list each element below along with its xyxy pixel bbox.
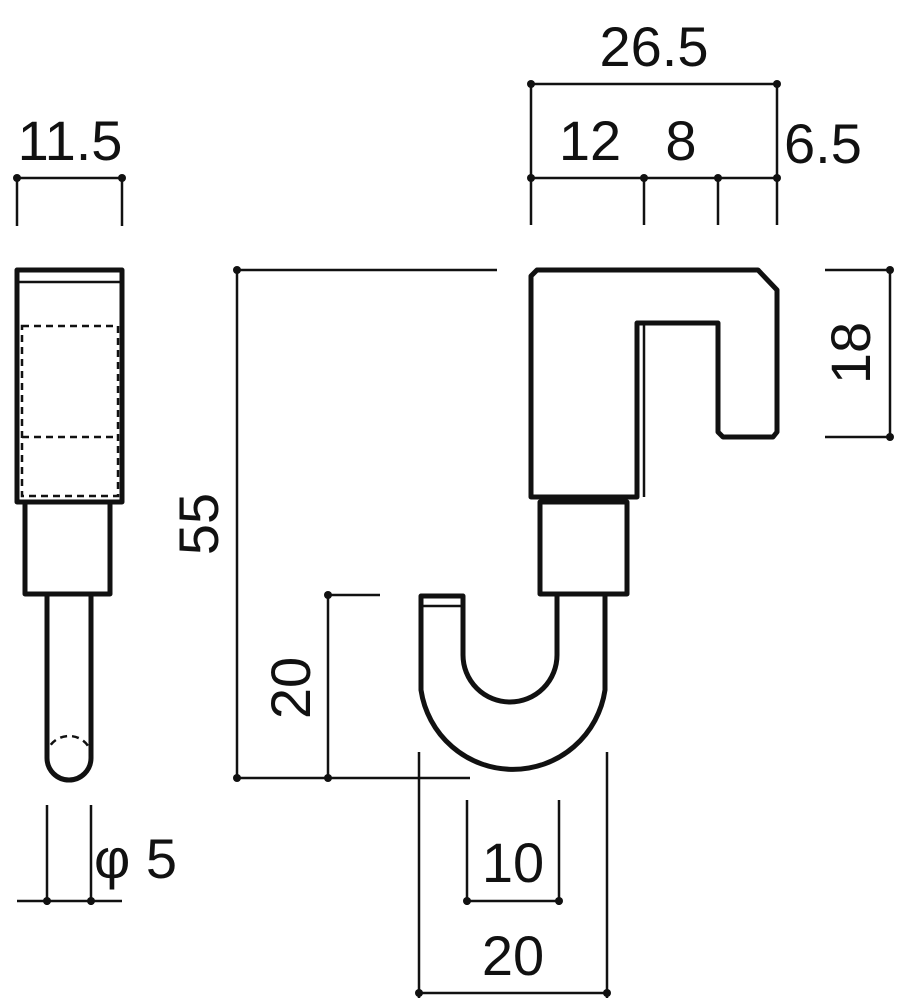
segment-c-label: 6.5 bbox=[784, 112, 862, 175]
front-view: 26.5 12 8 6.5 18 55 20 bbox=[167, 15, 894, 998]
side-view: 11.5 φ 5 bbox=[13, 109, 177, 905]
side-view-rod-hidden-end bbox=[45, 734, 93, 757]
side-view-upper-block bbox=[14, 267, 125, 505]
side-view-hidden-recess bbox=[20, 324, 120, 498]
side-width-label: 11.5 bbox=[18, 109, 123, 172]
segment-a-label: 12 bbox=[559, 109, 621, 172]
hook-outer-label: 20 bbox=[482, 924, 544, 987]
side-view-collar bbox=[22, 499, 113, 597]
total-height-label: 55 bbox=[167, 493, 230, 555]
front-view-collar bbox=[537, 499, 630, 597]
hook-inner-label: 10 bbox=[482, 831, 544, 894]
segment-b-label: 8 bbox=[665, 109, 696, 172]
total-width-label: 26.5 bbox=[600, 15, 709, 78]
rod-diameter-label: φ 5 bbox=[94, 827, 177, 890]
front-view-j-hook bbox=[418, 593, 608, 772]
hook-depth-label: 20 bbox=[259, 657, 322, 719]
clamp-height-label: 18 bbox=[819, 322, 882, 384]
front-view-clamp-head bbox=[528, 267, 780, 500]
side-view-rod bbox=[44, 594, 94, 783]
